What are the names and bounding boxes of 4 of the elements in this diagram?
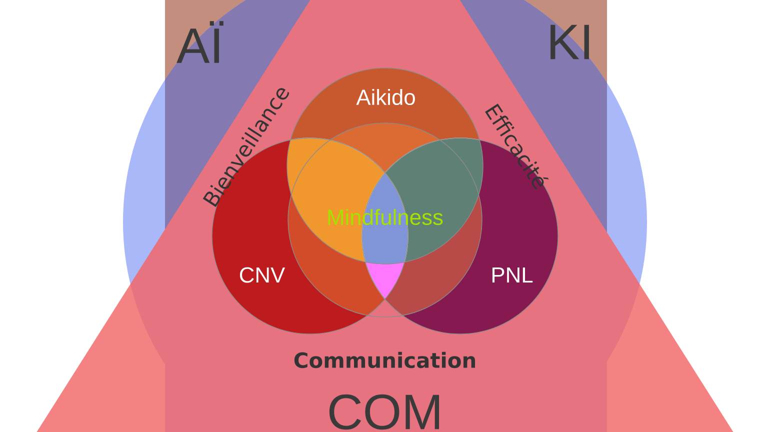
outlined-letters: COM xyxy=(329,394,440,430)
outlined-letters: KI xyxy=(550,24,589,60)
outlined-letters: AÏ xyxy=(176,21,224,63)
caption-label: Communication xyxy=(294,352,476,368)
